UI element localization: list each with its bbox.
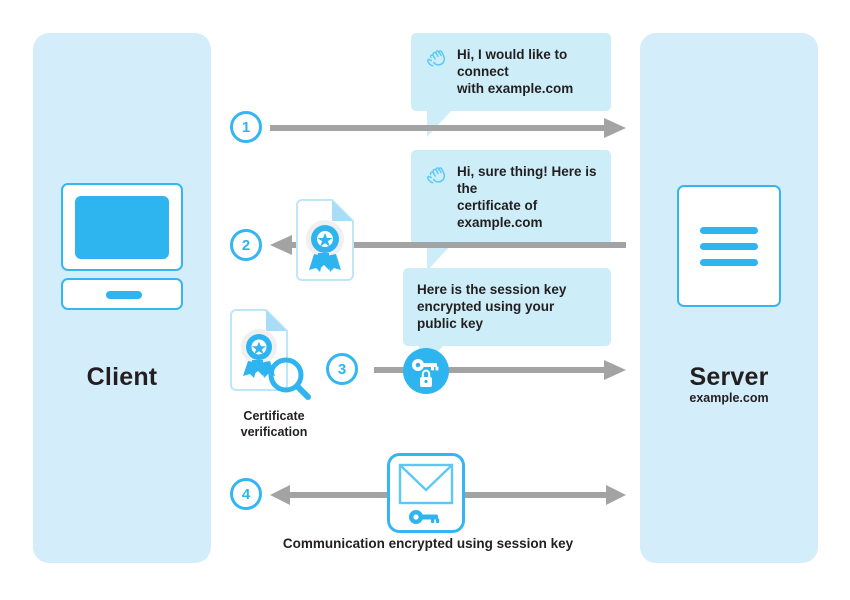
- arrow-step-1: [270, 118, 626, 138]
- certificate-verification-icon: [230, 309, 311, 400]
- speech-bubble-step-2: Hi, sure thing! Here is the certificate …: [411, 150, 611, 271]
- speech-bubble-step-1: Hi, I would like to connect with example…: [411, 33, 611, 137]
- server-bar: [700, 226, 758, 234]
- encrypted-envelope-icon: [387, 453, 465, 533]
- speech-bubble-text: Here is the session key encrypted using …: [417, 282, 567, 331]
- waving-hand-icon: [427, 167, 446, 184]
- key-icon: [412, 359, 439, 371]
- padlock-icon: [420, 369, 432, 387]
- speech-bubble-step-3: Here is the session key encrypted using …: [403, 268, 611, 372]
- server-label: Server: [689, 363, 769, 391]
- server-panel: Server example.com: [640, 33, 818, 563]
- session-key-caption: Communication encrypted using session ke…: [282, 536, 574, 551]
- client-label: Client: [86, 363, 158, 391]
- server-icon: [677, 185, 781, 307]
- speech-bubble-text: Hi, sure thing! Here is the certificate …: [457, 164, 597, 230]
- client-panel: Client: [33, 33, 211, 563]
- certificate-verification-caption: Certificate verification: [240, 409, 308, 439]
- step-number-2: 2: [230, 229, 262, 261]
- step-number-4: 4: [230, 478, 262, 510]
- server-sublabel: example.com: [689, 391, 769, 405]
- client-monitor-icon: [61, 183, 183, 271]
- step-number-1: 1: [230, 111, 262, 143]
- step-number-3: 3: [326, 353, 358, 385]
- client-screen: [75, 196, 169, 259]
- magnifier-icon: [268, 357, 311, 400]
- server-bar: [700, 242, 758, 250]
- certificate-icon: [296, 199, 354, 281]
- key-lock-icon: [403, 348, 449, 394]
- client-keyboard-icon: [61, 278, 183, 310]
- waving-hand-icon: [427, 50, 446, 67]
- client-trackpad: [106, 291, 142, 299]
- speech-bubble-text: Hi, I would like to connect with example…: [457, 47, 574, 96]
- server-bar: [700, 258, 758, 266]
- key-icon: [409, 510, 440, 524]
